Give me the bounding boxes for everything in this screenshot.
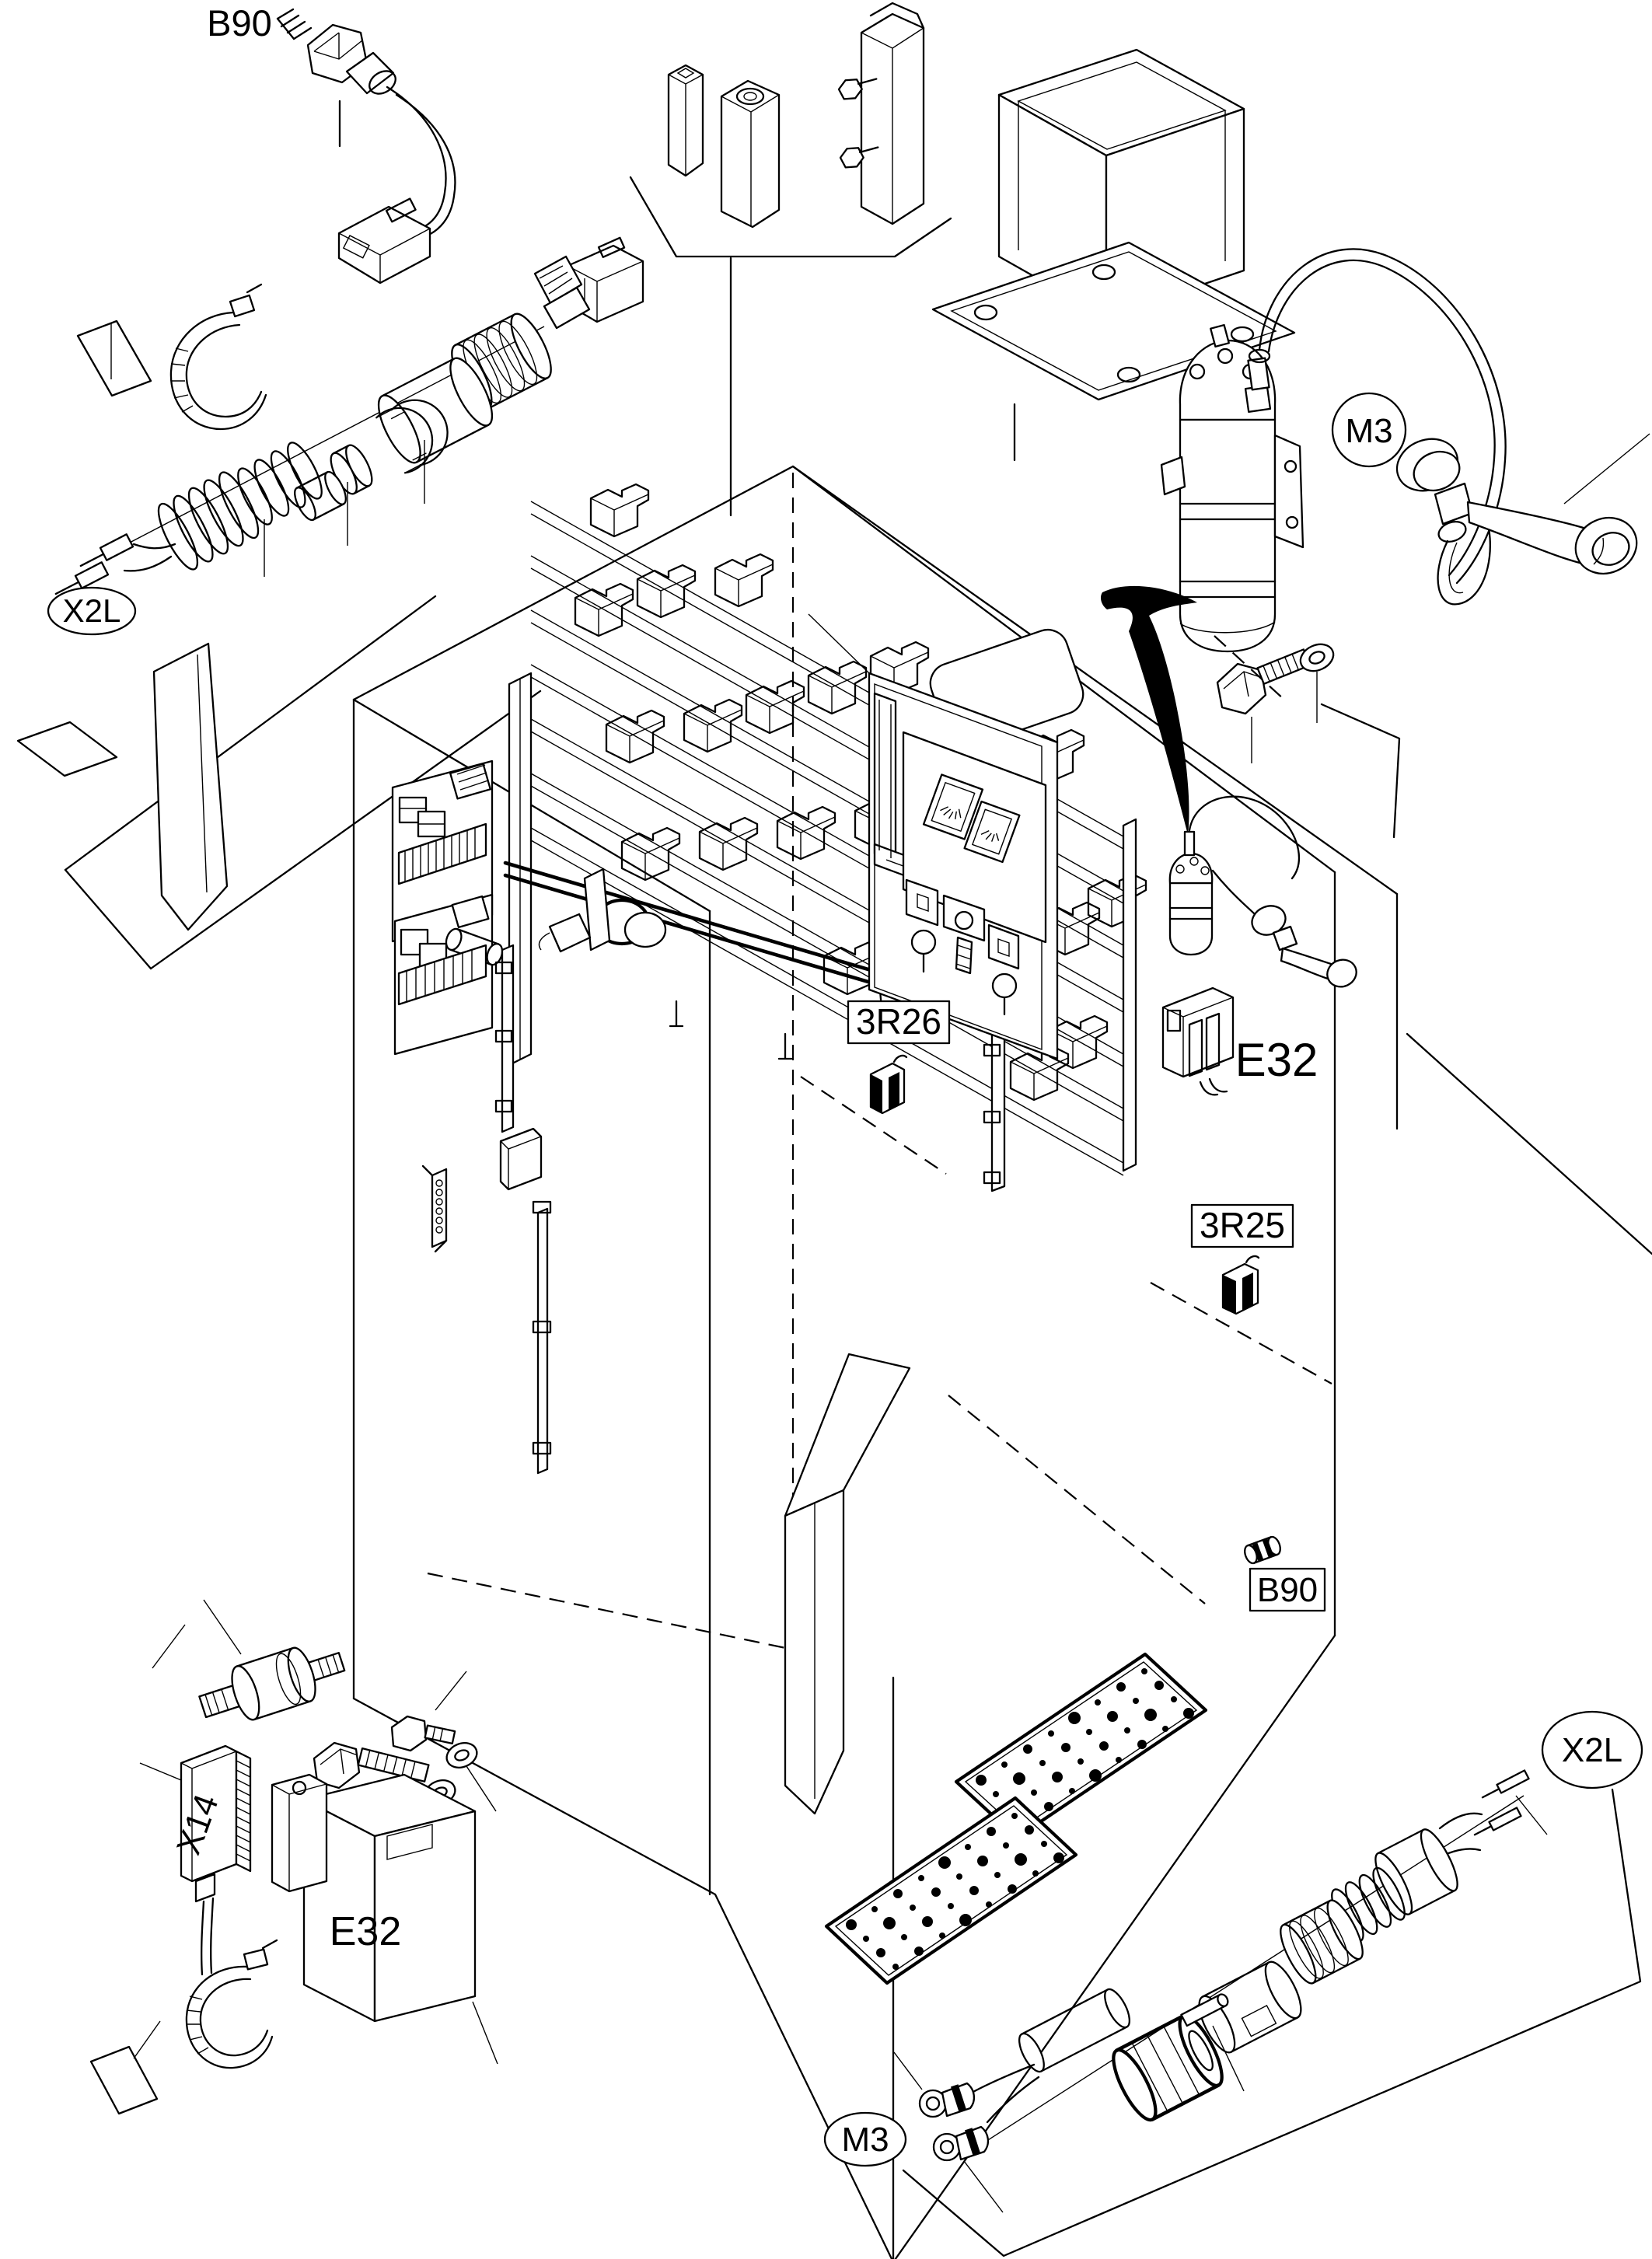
e32-bottom-label: E32: [330, 1909, 402, 1954]
label-3r25: 3R25: [1190, 1203, 1294, 1248]
center-duct: [784, 1353, 911, 1815]
m3-bottom-label: M3: [823, 2111, 907, 2167]
label-sticker: [76, 319, 152, 397]
terminal-pins-group: [629, 2, 952, 517]
instrument-panel: [808, 613, 1059, 1060]
panel-keyswitch: [942, 894, 986, 975]
label-3r26: 3R26: [847, 1000, 951, 1045]
svg-text:M3: M3: [1345, 412, 1392, 450]
floor-plate-left: [824, 1796, 1078, 1985]
cable-tie: [169, 283, 267, 431]
cabinet-outline: [352, 465, 1652, 2259]
floor-plate-right: [954, 1652, 1208, 1840]
label-b90: B90: [1244, 1535, 1326, 1612]
cable-tie-bottom: [185, 1939, 278, 2069]
cable-gland-exploded-left: [54, 312, 552, 595]
horn: [1395, 433, 1650, 606]
e32-right-label: E32: [1235, 1034, 1318, 1086]
x14-connector: X14: [139, 1744, 252, 1976]
x2l-left-label: X2L: [47, 586, 137, 636]
m3-top-label: M3: [1331, 392, 1407, 468]
left-connector-panel: [391, 759, 552, 1475]
x2l-right-label: X2L: [1541, 1710, 1643, 1789]
e32-relay: E32: [1161, 986, 1318, 1096]
b90-sensor-assembly: B90: [207, 2, 644, 330]
relay-3r25: [1221, 1255, 1260, 1315]
svg-text:B90: B90: [1257, 1571, 1318, 1609]
check-valve: [152, 1599, 346, 1721]
compressor-m3-assembly: M3: [1101, 248, 1650, 835]
svg-text:X2L: X2L: [63, 592, 121, 629]
side-cover-panel: [64, 595, 542, 970]
gauge-1: [922, 773, 984, 840]
x2l-gland-exploded-right: M3 X2L: [823, 1710, 1643, 2257]
label-sticker-2: [16, 721, 118, 777]
svg-text:3R25: 3R25: [1200, 1205, 1285, 1245]
mounting-bolt: [1216, 648, 1311, 763]
ring-terminals: [893, 2051, 1004, 2213]
e32-control-unit: E32: [271, 1773, 498, 2065]
svg-text:M3: M3: [841, 2121, 889, 2159]
b90-top-label: B90: [207, 2, 272, 44]
relay-3r26: [869, 1054, 908, 1115]
direction-swoosh: [1101, 585, 1197, 835]
washer: [1299, 643, 1335, 723]
b90-sensor-small: [1244, 1535, 1281, 1565]
compressor-horn-installed: [1168, 795, 1357, 988]
svg-text:X2L: X2L: [1562, 1731, 1622, 1769]
left-cover-blade: [152, 642, 229, 931]
svg-text:3R26: 3R26: [856, 1001, 941, 1042]
label-sticker-3: [89, 2020, 161, 2115]
relay-cubes: [398, 796, 446, 838]
panel-switch-1: [905, 878, 939, 973]
gauge-2: [963, 800, 1021, 864]
panel-switch-2: [987, 924, 1020, 1016]
